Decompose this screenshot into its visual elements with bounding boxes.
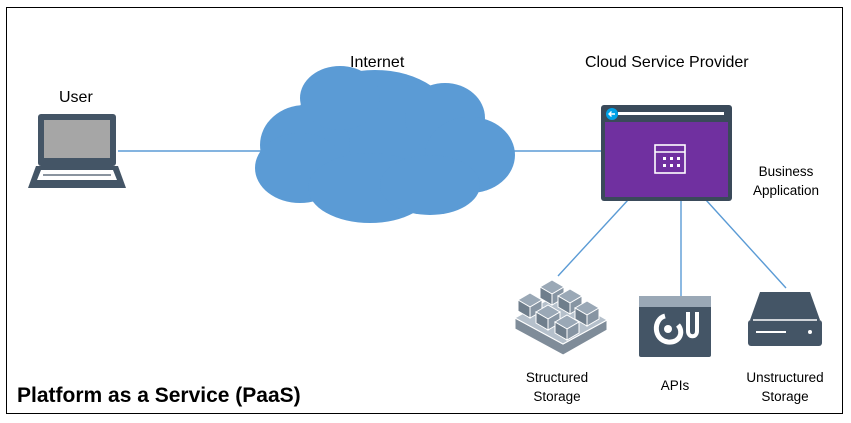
unstructured-storage-label-line1: Unstructured — [746, 370, 824, 385]
connector-app-structured — [557, 199, 629, 277]
structured-storage-label-line2: Storage — [533, 389, 581, 404]
cloud-icon — [255, 66, 515, 223]
structured-storage-label-line1: Structured — [525, 370, 589, 385]
business-app-label-line2: Application — [752, 183, 820, 198]
disk-drive-icon — [748, 292, 822, 346]
api-icon — [639, 296, 711, 357]
business-app-label-line1: Business — [758, 164, 814, 179]
cloud-provider-label: Cloud Service Provider — [585, 54, 749, 71]
user-label: User — [59, 89, 93, 106]
business-app-label: Business Application — [745, 162, 827, 200]
laptop-icon — [28, 114, 126, 188]
unstructured-storage-label: Unstructured Storage — [738, 368, 832, 406]
internet-label: Internet — [350, 54, 405, 71]
storage-blocks-icon — [513, 279, 609, 356]
unstructured-storage-label-line2: Storage — [761, 389, 809, 404]
diagram-title: Platform as a Service (PaaS) — [17, 384, 301, 407]
apis-label: APIs — [660, 378, 690, 393]
structured-storage-label: Structured Storage — [515, 368, 599, 406]
diagram-frame — [6, 7, 843, 414]
calendar-icon — [654, 144, 686, 174]
connectors — [118, 150, 787, 296]
connector-app-unstructured — [705, 199, 787, 289]
app-window-icon — [601, 105, 732, 201]
